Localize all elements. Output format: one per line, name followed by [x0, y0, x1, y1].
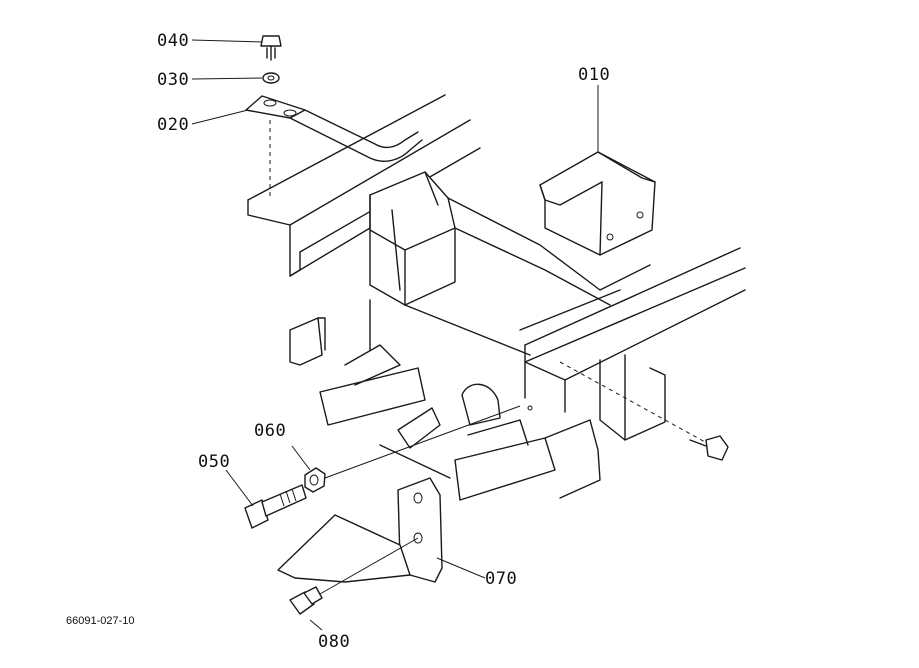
part-020-lever — [245, 95, 423, 200]
label-part-040: 040 — [157, 31, 189, 51]
part-labels: 040 030 020 010 060 050 070 080 66091-02… — [66, 31, 610, 652]
figure-code: 66091-027-10 — [66, 615, 135, 627]
assembly-lines — [319, 405, 533, 595]
label-part-060: 060 — [254, 421, 286, 441]
part-050-bolt — [244, 484, 307, 529]
part-060-nut — [304, 467, 326, 493]
part-070-plate — [277, 477, 443, 583]
leader-lines — [191, 39, 599, 631]
lower-bracket — [289, 317, 601, 501]
label-part-030: 030 — [157, 70, 189, 90]
part-040-bolt — [260, 35, 282, 61]
label-part-070: 070 — [485, 569, 517, 589]
label-part-050: 050 — [198, 452, 230, 472]
label-part-080: 080 — [318, 632, 350, 652]
part-010-clamp — [539, 151, 656, 256]
frame-rail — [247, 94, 481, 277]
side-bolt — [559, 361, 729, 461]
mount-bracket — [369, 171, 651, 356]
label-part-010: 010 — [578, 65, 610, 85]
part-030-washer — [262, 72, 280, 84]
label-part-020: 020 — [157, 115, 189, 135]
part-080-bolt — [289, 586, 323, 615]
